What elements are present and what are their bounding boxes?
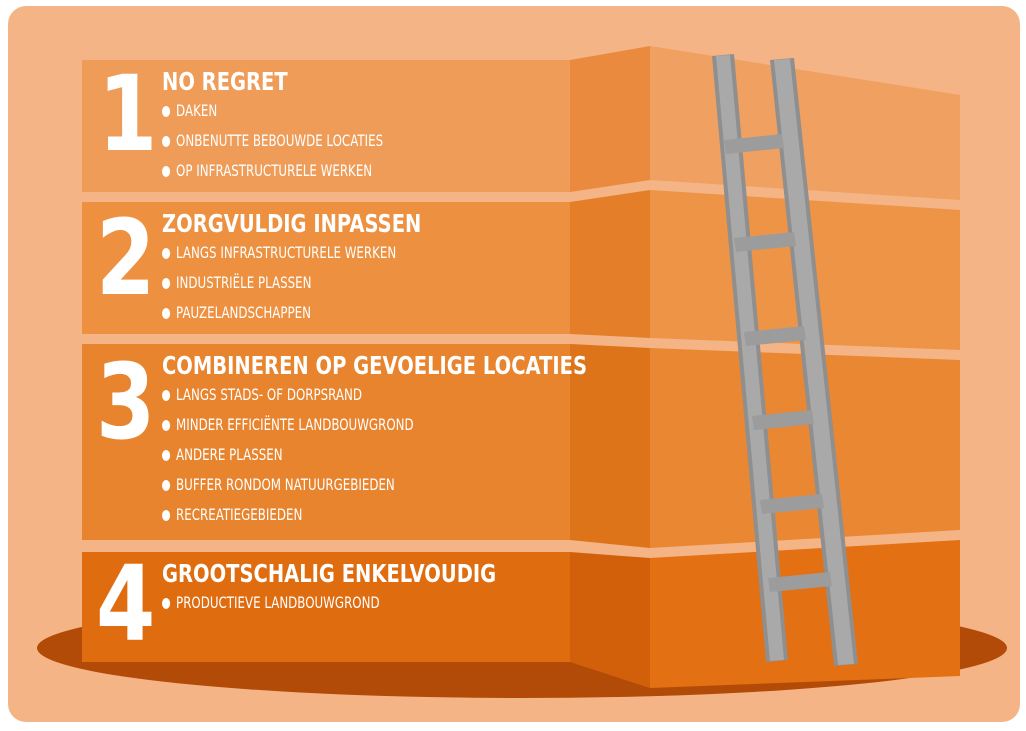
- bullet-icon: [162, 135, 171, 147]
- list-item: PRODUCTIEVE LANDBOUWGROND: [162, 588, 479, 618]
- tier-3-title: COMBINEREN OP GEVOELIGE LOCATIES: [162, 351, 588, 380]
- list-item: DAKEN: [162, 96, 383, 126]
- tier-3-items: LANGS STADS- OF DORPSRAND MINDER EFFICIËN…: [162, 380, 707, 530]
- list-item-label: PRODUCTIEVE LANDBOUWGROND: [176, 593, 380, 612]
- bullet-icon: [162, 449, 171, 461]
- list-item: INDUSTRIËLE PLASSEN: [162, 268, 408, 298]
- list-item-label: ANDERE PLASSEN: [176, 445, 283, 464]
- list-item: ONBENUTTE BEBOUWDE LOCATIES: [162, 126, 383, 156]
- tier-3-content: COMBINEREN OP GEVOELIGE LOCATIES LANGS S…: [162, 352, 707, 530]
- list-item: RECREATIEGEBIEDEN: [162, 500, 565, 530]
- ladder-rungs: [724, 134, 832, 592]
- ladder-illustration: [712, 54, 858, 666]
- tier-1-title: NO REGRET: [162, 67, 288, 96]
- list-item: PAUZELANDSCHAPPEN: [162, 298, 408, 328]
- tier-1-number: 1: [98, 53, 157, 175]
- list-item: MINDER EFFICIËNTE LANDBOUWGROND: [162, 410, 565, 440]
- bullet-icon: [162, 479, 171, 491]
- list-item-label: BUFFER RONDOM NATUURGEBIEDEN: [176, 475, 395, 494]
- tier-4-title: GROOTSCHALIG ENKELVOUDIG: [162, 559, 497, 588]
- list-item-label: RECREATIEGEBIEDEN: [176, 505, 303, 524]
- tier-4-number: 4: [96, 543, 155, 665]
- tier-2-number: 2: [96, 197, 155, 319]
- list-item-label: OP INFRASTRUCTURELE WERKEN: [176, 161, 373, 180]
- bullet-icon: [162, 105, 171, 117]
- list-item-label: PAUZELANDSCHAPPEN: [176, 303, 311, 322]
- tier-1-items: DAKEN ONBENUTTE BEBOUWDE LOCATIES OP INFRA…: [162, 96, 461, 186]
- tier-2-items: LANGS INFRASTRUCTURELE WERKEN INDUSTRIËLE…: [162, 238, 495, 328]
- bullet-icon: [162, 307, 171, 319]
- list-item-label: MINDER EFFICIËNTE LANDBOUWGROND: [176, 415, 414, 434]
- tier-4-content: GROOTSCHALIG ENKELVOUDIG PRODUCTIEVE LAN…: [162, 560, 590, 618]
- tier-2-title: ZORGVULDIG INPASSEN: [162, 209, 422, 238]
- tier-3-block: [82, 344, 960, 548]
- tier-2-content: ZORGVULDIG INPASSEN LANGS INFRASTRUCTURE…: [162, 210, 495, 328]
- bullet-icon: [162, 389, 171, 401]
- list-item: BUFFER RONDOM NATUURGEBIEDEN: [162, 470, 565, 500]
- tier-1-content: NO REGRET DAKEN ONBENUTTE BEBOUWDE LOCATI…: [162, 68, 461, 186]
- tier-4-block: [82, 540, 960, 688]
- list-item-label: INDUSTRIËLE PLASSEN: [176, 273, 312, 292]
- list-item-label: LANGS STADS- OF DORPSRAND: [176, 385, 362, 404]
- list-item-label: ONBENUTTE BEBOUWDE LOCATIES: [176, 131, 384, 150]
- bullet-icon: [162, 419, 171, 431]
- list-item: LANGS INFRASTRUCTURELE WERKEN: [162, 238, 408, 268]
- bullet-icon: [162, 509, 171, 521]
- list-item-label: LANGS INFRASTRUCTURELE WERKEN: [176, 243, 397, 262]
- list-item-label: DAKEN: [176, 101, 218, 120]
- tier-4-items: PRODUCTIEVE LANDBOUWGROND: [162, 588, 590, 618]
- tier-3-number: 3: [96, 341, 155, 463]
- list-item: ANDERE PLASSEN: [162, 440, 565, 470]
- list-item: LANGS STADS- OF DORPSRAND: [162, 380, 565, 410]
- list-item: OP INFRASTRUCTURELE WERKEN: [162, 156, 383, 186]
- bullet-icon: [162, 277, 171, 289]
- bullet-icon: [162, 165, 171, 177]
- bullet-icon: [162, 247, 171, 259]
- bullet-icon: [162, 597, 171, 609]
